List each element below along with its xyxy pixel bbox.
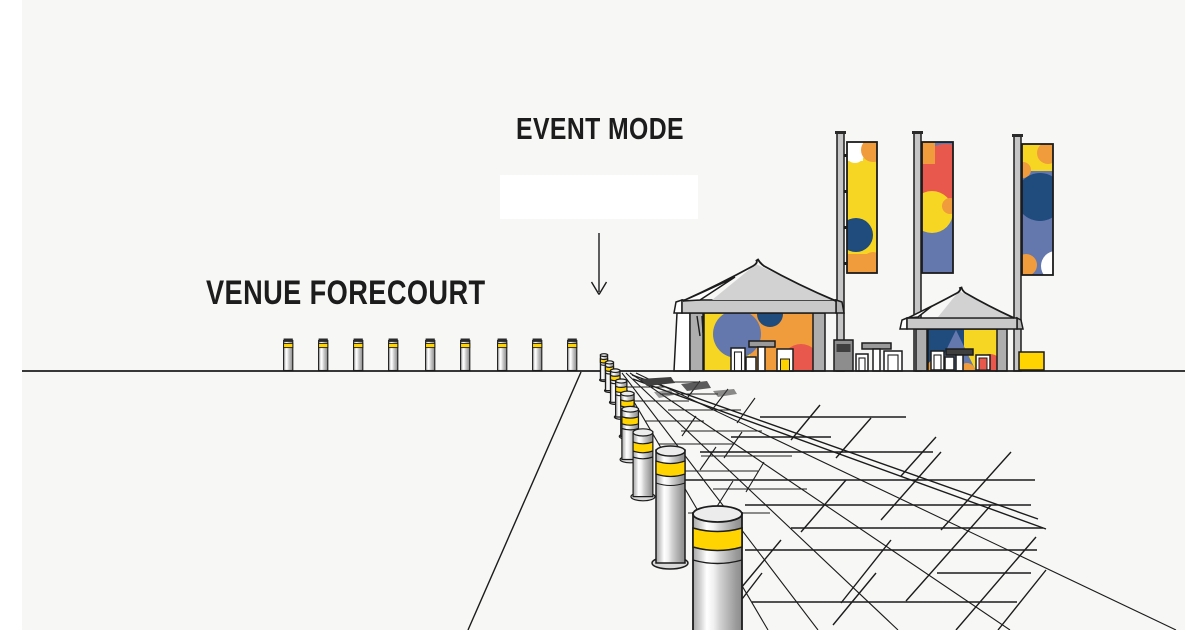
banner-flag-2 xyxy=(912,131,954,372)
blank-label-box xyxy=(500,175,698,219)
banner-flag-2-art xyxy=(922,142,953,273)
banner-flag-1-art xyxy=(847,142,877,273)
event-tents xyxy=(673,258,1045,372)
canvas-margin-right xyxy=(1185,0,1200,630)
bollard xyxy=(318,337,329,372)
bollard xyxy=(651,445,689,570)
paving-pattern xyxy=(616,372,1177,630)
banner-flag-3 xyxy=(1012,134,1054,372)
bollard xyxy=(388,337,399,372)
bollard xyxy=(425,337,436,372)
bollard xyxy=(283,337,294,372)
bollard xyxy=(460,337,471,372)
bollard xyxy=(353,337,364,372)
canvas-margin-left xyxy=(0,0,22,630)
down-arrow-icon xyxy=(590,233,608,295)
bollard xyxy=(532,337,543,372)
yellow-crate xyxy=(1018,351,1045,371)
banner-flag-1 xyxy=(835,131,878,372)
event-mode-label: EVENT MODE xyxy=(516,111,684,146)
bollard xyxy=(497,337,508,372)
bollard xyxy=(567,337,578,372)
paving-grout-marks xyxy=(640,377,737,398)
banner-flags xyxy=(835,131,1054,372)
market-stands xyxy=(730,339,1045,372)
bollard xyxy=(630,428,656,502)
path-edge-line xyxy=(467,371,582,630)
banner-flag-3-art xyxy=(1022,144,1053,275)
bollard-row-fixed xyxy=(283,337,578,372)
bollard-row-receding xyxy=(599,353,743,630)
venue-forecourt-label: VENUE FORECOURT xyxy=(206,274,486,312)
bollard-front xyxy=(692,505,743,630)
